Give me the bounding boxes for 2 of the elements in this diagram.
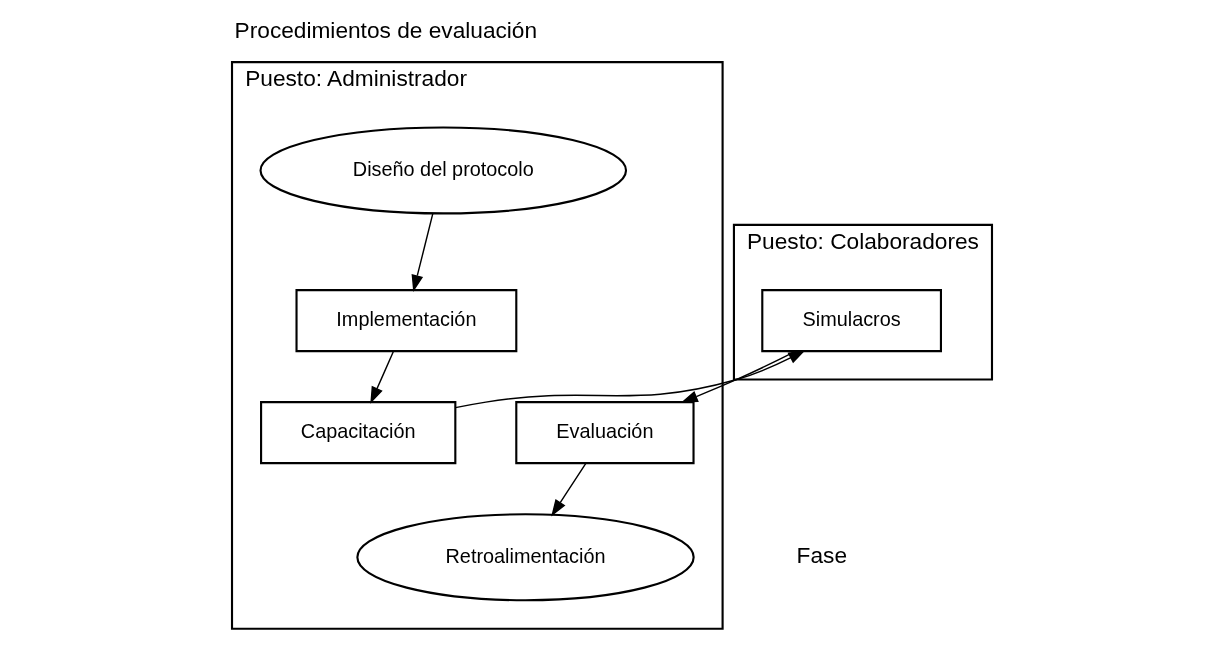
label: Fase <box>796 541 848 568</box>
diagram-title: Procedimientos de evaluación <box>234 16 538 43</box>
